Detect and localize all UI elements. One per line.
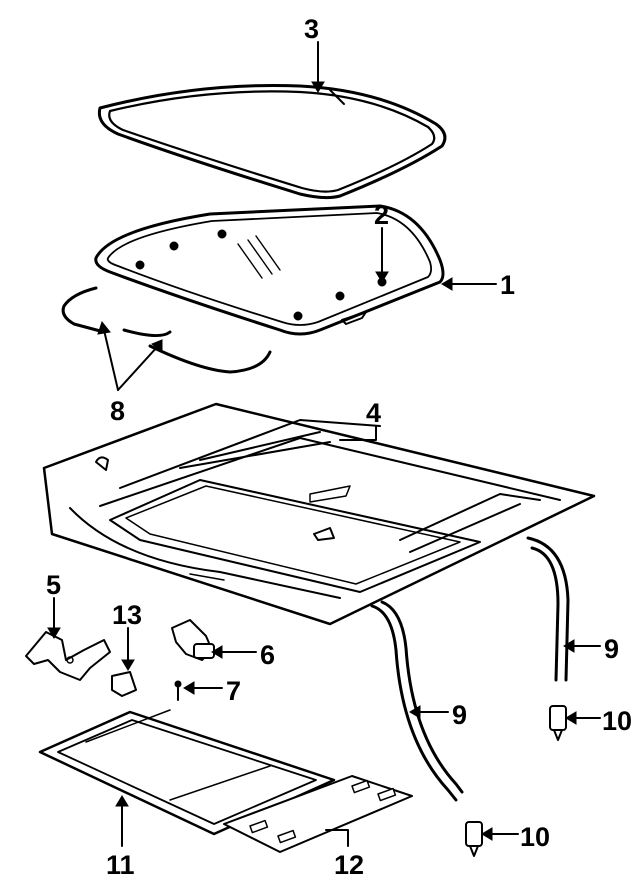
- part-3-weatherstrip: [97, 83, 447, 200]
- callout-11: 11: [106, 850, 135, 880]
- part-9-drain-hose-left: [370, 600, 464, 802]
- callout-3: 3: [304, 14, 319, 44]
- part-9-drain-hose-right: [526, 536, 570, 682]
- callout-9-right: 9: [604, 634, 619, 664]
- callout-1: 1: [500, 270, 515, 300]
- part-7-screw: [174, 680, 182, 701]
- part-10-hose-end-right: [549, 705, 567, 741]
- part-11-sunshade: [38, 709, 336, 836]
- part-8-seals: [61, 286, 272, 374]
- part-6-motor: [171, 619, 215, 661]
- callout-9-left: 9: [452, 700, 467, 730]
- part-4-frame-housing: [42, 402, 596, 626]
- callout-6: 6: [260, 640, 275, 670]
- callout-8: 8: [110, 396, 125, 426]
- part-1-glass-panel: [94, 204, 445, 336]
- callout-2: 2: [374, 200, 389, 230]
- part-12-pad: [223, 775, 413, 853]
- callout-12: 12: [334, 850, 364, 880]
- callout-10-right: 10: [602, 706, 632, 736]
- callout-10-left: 10: [520, 822, 550, 852]
- part-10-hose-end-left: [465, 821, 483, 857]
- part-5-bracket: [25, 631, 111, 681]
- leader-lines: [47, 41, 601, 847]
- callout-7: 7: [226, 676, 241, 706]
- callout-4: 4: [366, 398, 381, 428]
- callout-5: 5: [46, 570, 61, 600]
- part-13-clip: [111, 671, 137, 697]
- callout-labels: 3 2 1 8 4 5 13 6 7 9 9 10 10 11 12: [46, 14, 632, 880]
- callout-13: 13: [112, 600, 142, 630]
